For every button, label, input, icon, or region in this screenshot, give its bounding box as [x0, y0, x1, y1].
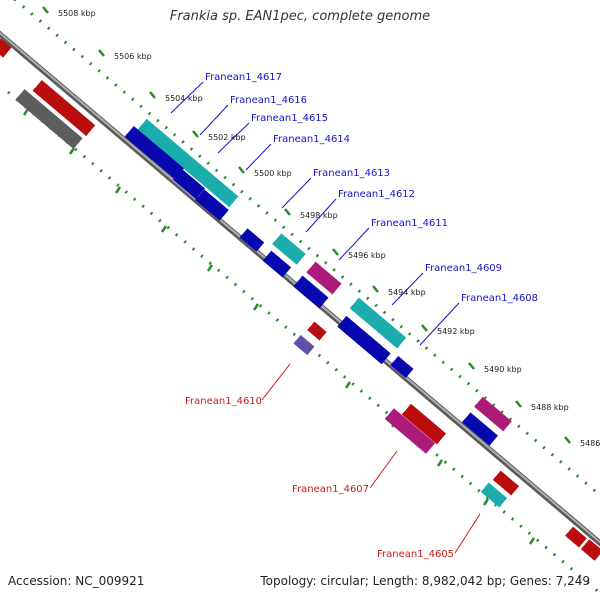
gene-label-leader	[170, 81, 204, 114]
gene-label-leader	[369, 450, 398, 489]
scale-label: 5494 kbp	[388, 288, 426, 297]
cds-feature-4605[interactable]	[480, 482, 508, 508]
cds-feature[interactable]	[195, 189, 229, 221]
cds-feature-red[interactable]	[565, 526, 587, 548]
cds-feature-red[interactable]	[307, 321, 327, 341]
cds-feature-4616[interactable]	[137, 118, 239, 208]
gene-label-forward[interactable]: Franean1_4616	[230, 95, 307, 106]
gene-label-reverse[interactable]: Franean1_4605	[377, 549, 454, 560]
cds-feature[interactable]	[239, 228, 265, 252]
gene-label-forward[interactable]: Franean1_4613	[313, 168, 390, 179]
cds-feature[interactable]	[293, 275, 329, 309]
gene-label-leader	[281, 177, 312, 209]
scale-label: 5486 kbp	[580, 439, 600, 448]
minor-tick-mark	[436, 459, 444, 467]
gene-label-forward[interactable]: Franean1_4611	[371, 218, 448, 229]
cds-feature[interactable]	[152, 148, 184, 180]
major-tick-mark	[515, 400, 522, 408]
accession-text: Accession: NC_009921	[8, 574, 145, 588]
gene-label-leader	[454, 513, 481, 554]
minor-tick-mark	[528, 537, 536, 545]
minor-tick-mark	[344, 381, 352, 389]
scale-label: 5502 kbp	[208, 133, 246, 142]
scale-label: 5488 kbp	[531, 403, 569, 412]
major-tick-mark	[192, 130, 199, 138]
minor-tick-mark	[114, 186, 122, 194]
cds-feature-4610[interactable]	[293, 334, 315, 356]
major-tick-mark	[332, 248, 339, 256]
gene-label-leader	[217, 122, 250, 154]
genome-title: Frankia sp. EAN1pec, complete genome	[169, 9, 431, 24]
cds-feature-red[interactable]	[32, 80, 96, 136]
scale-label: 5496 kbp	[348, 251, 386, 260]
major-tick-mark	[42, 6, 49, 14]
genome-summary-text: Topology: circular; Length: 8,982,042 bp…	[260, 574, 590, 588]
minor-tick-mark	[206, 264, 214, 272]
minor-tick-mark	[160, 225, 168, 233]
cds-feature-4608[interactable]	[474, 396, 512, 432]
cds-feature[interactable]	[462, 412, 498, 446]
gene-label-forward[interactable]: Franean1_4615	[251, 113, 328, 124]
major-tick-mark	[468, 362, 475, 370]
major-tick-mark	[238, 166, 245, 174]
scale-label: 5492 kbp	[437, 327, 475, 336]
cds-feature-4612[interactable]	[306, 261, 342, 295]
cds-feature-red[interactable]	[401, 403, 447, 445]
gene-label-forward[interactable]: Franean1_4617	[205, 72, 282, 83]
cds-feature-red[interactable]	[580, 539, 600, 561]
gene-label-leader	[419, 302, 460, 346]
gene-label-leader	[199, 104, 229, 136]
cds-feature-4613[interactable]	[272, 233, 306, 265]
scale-label: 5504 kbp	[165, 94, 203, 103]
major-tick-mark	[284, 208, 291, 216]
cds-feature[interactable]	[173, 168, 205, 200]
scale-label: 5506 kbp	[114, 52, 152, 61]
major-tick-mark	[421, 324, 428, 332]
major-tick-mark	[372, 285, 379, 293]
gene-label-forward[interactable]: Franean1_4612	[338, 189, 415, 200]
cds-feature-red[interactable]	[492, 470, 520, 496]
gene-label-reverse[interactable]: Franean1_4610	[185, 396, 262, 407]
gene-label-leader	[391, 272, 424, 306]
scale-label: 5500 kbp	[254, 169, 292, 178]
minor-tick-mark	[68, 147, 76, 155]
cds-feature[interactable]	[124, 126, 162, 160]
gene-label-leader	[245, 143, 272, 171]
gene-label-forward[interactable]: Franean1_4614	[273, 134, 350, 145]
cds-feature[interactable]	[390, 355, 414, 379]
gene-label-leader	[305, 198, 337, 233]
cds-feature[interactable]	[262, 250, 292, 278]
cds-feature-red[interactable]	[0, 38, 12, 58]
minor-tick-mark	[22, 108, 30, 116]
gene-label-reverse[interactable]: Franean1_4607	[292, 484, 369, 495]
gene-label-leader	[338, 227, 370, 261]
gene-label-forward[interactable]: Franean1_4608	[461, 293, 538, 304]
major-tick-mark	[98, 49, 105, 57]
minor-tick-mark	[252, 303, 260, 311]
scale-label: 5508 kbp	[58, 9, 96, 18]
gene-label-leader	[261, 363, 291, 401]
gene-label-forward[interactable]: Franean1_4609	[425, 263, 502, 274]
inner-scale-ring	[7, 90, 600, 596]
major-tick-mark	[149, 91, 156, 99]
cds-feature-gray[interactable]	[15, 89, 83, 149]
major-tick-mark	[564, 436, 571, 444]
cds-feature-4607[interactable]	[384, 408, 436, 454]
minor-tick-mark	[482, 498, 490, 506]
scale-label: 5490 kbp	[484, 365, 522, 374]
cds-feature[interactable]	[337, 315, 391, 365]
scale-label: 5498 kbp	[300, 211, 338, 220]
cds-feature-4609[interactable]	[349, 297, 407, 349]
